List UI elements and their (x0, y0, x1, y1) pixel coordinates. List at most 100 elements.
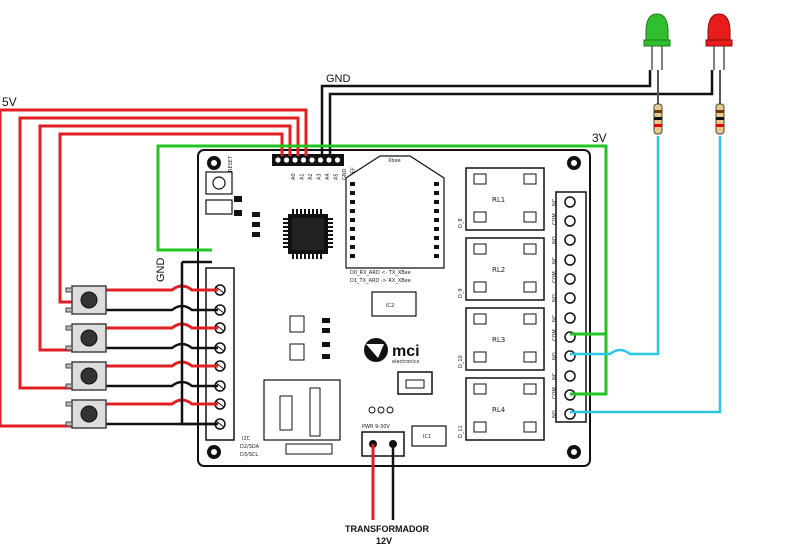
xbee-rx-label: D0_RX_ARD <- TX_XBee (350, 270, 411, 276)
header-pin (309, 157, 315, 163)
header-pin-label: A4 (325, 173, 331, 180)
header-pin-label: A2 (308, 173, 314, 180)
smd-part (252, 212, 260, 217)
relay-terminal-label: NC (552, 256, 558, 264)
xbee-socket: Xbee D0_RX_ARD <- TX_XBee D1_TX_ARD -> R… (345, 155, 445, 284)
relay-name: RL1 (492, 196, 505, 204)
label-3v: 3V (592, 131, 607, 145)
smd-part (289, 315, 305, 333)
relay-terminal-label: NC (552, 198, 558, 206)
relay-pin-label: D_8 (458, 218, 464, 228)
smd-part (289, 343, 305, 361)
relay-terminal (564, 254, 576, 266)
label-5v: 5V (2, 95, 17, 109)
sda-label: D2/SDA (240, 444, 260, 450)
smd-part (252, 232, 260, 237)
relay-terminal-label: COM (552, 271, 558, 283)
wires-5v (0, 108, 375, 520)
relay-terminal-label: NO (552, 236, 558, 244)
relay-terminal (564, 408, 576, 420)
wires-led-signal (570, 136, 722, 414)
pwr-label: PWR 9-30V (362, 424, 390, 430)
relay-terminal-label: NO (552, 352, 558, 360)
relay-terminal-label: NC (552, 372, 558, 380)
relay-terminal-label: COM (552, 387, 558, 399)
label-gnd-top: GND (326, 73, 351, 85)
crystal (205, 199, 233, 215)
ic1-chip (411, 425, 447, 447)
power-terminal: PWR 9-30V (361, 424, 405, 457)
relay-terminal-label: COM (552, 329, 558, 341)
brand-label: mci (392, 343, 420, 360)
reset-button: RESET (205, 155, 234, 195)
relay-name: RL3 (492, 336, 505, 344)
smd-part (234, 196, 242, 202)
smd-part (322, 342, 330, 347)
brand-sub-label: electronics (392, 359, 420, 365)
push-button (65, 285, 107, 315)
analog-header: A0A1A2A3A4A5GNDAREF (272, 154, 357, 180)
relay-terminal-label: NO (552, 294, 558, 302)
label-gnd-left: GND (155, 258, 167, 283)
smd-part (322, 354, 330, 359)
relay-name: RL2 (492, 266, 505, 274)
push-button (65, 323, 107, 353)
smd-part (322, 318, 330, 323)
header-pin-label: A3 (317, 173, 323, 180)
header-pin (283, 157, 290, 163)
relay-terminal (564, 312, 576, 324)
smd-part (322, 328, 330, 333)
header-pin (326, 157, 332, 163)
resistor-red (715, 70, 725, 135)
i2c-label: I2C (242, 436, 251, 442)
relay-terminal (564, 196, 576, 208)
resistor-green (653, 70, 663, 135)
header-pin-label: A1 (300, 173, 306, 180)
header-pin-label: A5 (334, 173, 340, 180)
label-transformer: TRANSFORMADOR (345, 524, 429, 534)
relay-pin-label: D_11 (458, 425, 464, 438)
xbee-tx-label: D1_TX_ARD -> RX_XBee (350, 278, 411, 284)
header-pin (275, 157, 281, 163)
mci-logo: mci electronics (364, 338, 420, 365)
relay-terminal (564, 370, 576, 382)
header-pin (300, 157, 307, 163)
push-button (65, 361, 107, 391)
i2c-header: I2C D2/SDA D3/SCL (240, 379, 341, 458)
relay-terminal-label: NC (552, 314, 558, 322)
relay-terminal (564, 215, 576, 227)
relay-pin-label: D_10 (458, 355, 464, 368)
relay-terminal-block: NC COM NO NC COM NO NC COM NO NC COM NO (552, 191, 587, 423)
scl-label: D3/SCL (240, 452, 258, 458)
wires-gnd (106, 70, 714, 520)
relay-terminal (564, 350, 576, 362)
reset-label: RESET (228, 155, 234, 172)
red-led (705, 13, 733, 70)
ic1-label: IC1 (423, 434, 431, 440)
ic2-label: IC2 (386, 303, 394, 309)
microcontroller-chip (283, 209, 333, 259)
relay-terminal (564, 273, 576, 285)
header-pin (317, 157, 324, 163)
green-led (643, 13, 671, 70)
relay-terminal-label: COM (552, 213, 558, 225)
label-transformer-voltage: 12V (376, 536, 392, 546)
ic2-chip (371, 291, 417, 317)
header-pin (334, 157, 341, 163)
header-pin (292, 157, 298, 163)
relay-name: RL4 (492, 406, 506, 414)
xbee-label: Xbee (388, 158, 401, 164)
smd-part (252, 222, 260, 227)
relay-pin-label: D_9 (458, 288, 464, 298)
relay-terminal (564, 292, 576, 304)
header-pin-label: GND (342, 168, 348, 180)
relay-terminal-label: NO (552, 410, 558, 418)
smd-part (234, 210, 242, 216)
push-button (65, 399, 107, 429)
relay-terminal (564, 234, 576, 246)
